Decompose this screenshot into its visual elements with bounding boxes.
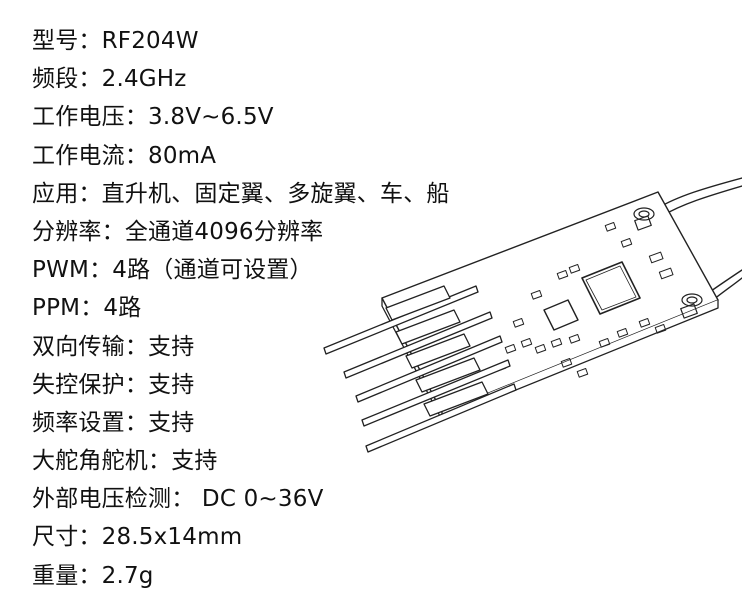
spec-telemetry: 双向传输：支持 bbox=[32, 328, 450, 366]
spec-value: 4路 bbox=[103, 295, 142, 322]
spec-label: 双向传输 bbox=[32, 333, 125, 360]
spec-value: 全通道4096分辨率 bbox=[124, 218, 324, 245]
spec-value: 支持 bbox=[148, 333, 195, 360]
main-chip bbox=[581, 261, 641, 315]
spec-value: RF204W bbox=[101, 28, 199, 54]
spec-ppm: PPM：4路 bbox=[32, 289, 450, 327]
spec-separator: ： bbox=[78, 28, 102, 54]
spec-label: 频段 bbox=[32, 66, 79, 93]
spec-value: 3.8V~6.5V bbox=[148, 104, 274, 131]
spec-size: 尺寸：28.5x14mm bbox=[32, 518, 450, 556]
spec-pwm: PWM：4路（通道可设置） bbox=[32, 251, 450, 289]
spec-separator: ： bbox=[89, 257, 113, 284]
spec-value: 2.4GHz bbox=[101, 66, 187, 93]
smd-components bbox=[494, 221, 674, 378]
spec-label: 频率设置 bbox=[32, 409, 125, 436]
spec-label: 重量 bbox=[32, 562, 79, 589]
antenna-connectors bbox=[633, 207, 703, 319]
spec-model: 型号：RF204W bbox=[32, 22, 450, 60]
spec-failsafe: 失控保护：支持 bbox=[32, 366, 450, 404]
spec-value: 28.5x14mm bbox=[101, 524, 243, 551]
spec-separator: ： bbox=[101, 218, 125, 245]
spec-operating-current: 工作电流：80mA bbox=[32, 137, 450, 175]
spec-application: 应用：直升机、固定翼、多旋翼、车、船 bbox=[32, 175, 450, 213]
spec-value: 支持 bbox=[148, 371, 195, 398]
spec-separator: ： bbox=[171, 486, 202, 513]
spec-separator: ： bbox=[124, 371, 149, 398]
spec-label: 型号 bbox=[32, 28, 79, 54]
spec-separator: ： bbox=[78, 180, 102, 207]
spec-label: PWM bbox=[32, 257, 90, 284]
spec-separator: ： bbox=[78, 66, 102, 93]
spec-label: 失控保护 bbox=[32, 371, 125, 398]
spec-value: 直升机、固定翼、多旋翼、车、船 bbox=[101, 180, 450, 207]
spec-wide-angle-servo: 大舵角舵机：支持 bbox=[32, 442, 450, 480]
spec-value: 支持 bbox=[171, 448, 218, 475]
spec-separator: ： bbox=[78, 562, 102, 589]
spec-resolution: 分辨率：全通道4096分辨率 bbox=[32, 213, 450, 251]
spec-label: 应用 bbox=[32, 180, 79, 207]
spec-label: 大舵角舵机 bbox=[32, 448, 148, 475]
spec-value: 4路（通道可设置） bbox=[112, 257, 313, 284]
spec-label: PPM bbox=[32, 295, 81, 322]
spec-separator: ： bbox=[80, 295, 104, 322]
spec-frequency-band: 频段：2.4GHz bbox=[32, 60, 450, 98]
spec-label: 外部电压检测 bbox=[32, 486, 172, 513]
spec-separator: ： bbox=[78, 524, 102, 551]
spec-label: 工作电流 bbox=[32, 142, 125, 169]
spec-label: 工作电压 bbox=[32, 104, 125, 131]
spec-operating-voltage: 工作电压：3.8V~6.5V bbox=[32, 98, 450, 136]
receiver-board-drawing bbox=[323, 177, 742, 453]
spec-separator: ： bbox=[148, 448, 172, 475]
spec-label: 尺寸 bbox=[32, 524, 79, 551]
spec-separator: ： bbox=[124, 333, 149, 360]
spec-separator: ： bbox=[124, 104, 149, 131]
spec-list: 型号：RF204W 频段：2.4GHz 工作电压：3.8V~6.5V 工作电流：… bbox=[32, 22, 450, 595]
spec-label: 分辨率 bbox=[32, 218, 102, 245]
spec-value: 支持 bbox=[148, 409, 195, 436]
spec-external-voltage: 外部电压检测： DC 0~36V bbox=[32, 480, 450, 518]
spec-value: 2.7g bbox=[101, 562, 154, 589]
secondary-chip bbox=[543, 299, 579, 331]
spec-separator: ： bbox=[124, 409, 149, 436]
spec-frequency-setting: 频率设置：支持 bbox=[32, 404, 450, 442]
spec-value: 80mA bbox=[148, 142, 217, 169]
header-pins bbox=[323, 285, 517, 453]
spec-weight: 重量：2.7g bbox=[32, 557, 450, 595]
spec-separator: ： bbox=[124, 142, 149, 169]
spec-value: DC 0~36V bbox=[201, 486, 324, 513]
